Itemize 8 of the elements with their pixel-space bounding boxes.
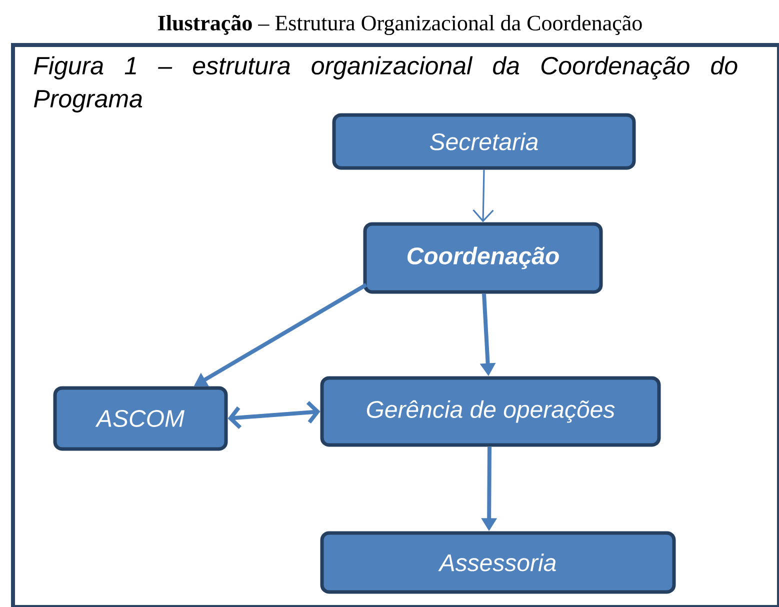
org-box: ASCOM — [53, 386, 228, 451]
org-box: Assessoria — [320, 531, 676, 594]
arrow — [228, 400, 320, 430]
org-box: Gerência de operações — [320, 376, 661, 447]
org-box: Secretaria — [332, 113, 636, 170]
figure-title: Ilustração – Estrutura Organizacional da Coordenação — [158, 14, 642, 36]
arrow — [472, 170, 494, 222]
org-box: Coordenação — [363, 222, 603, 294]
